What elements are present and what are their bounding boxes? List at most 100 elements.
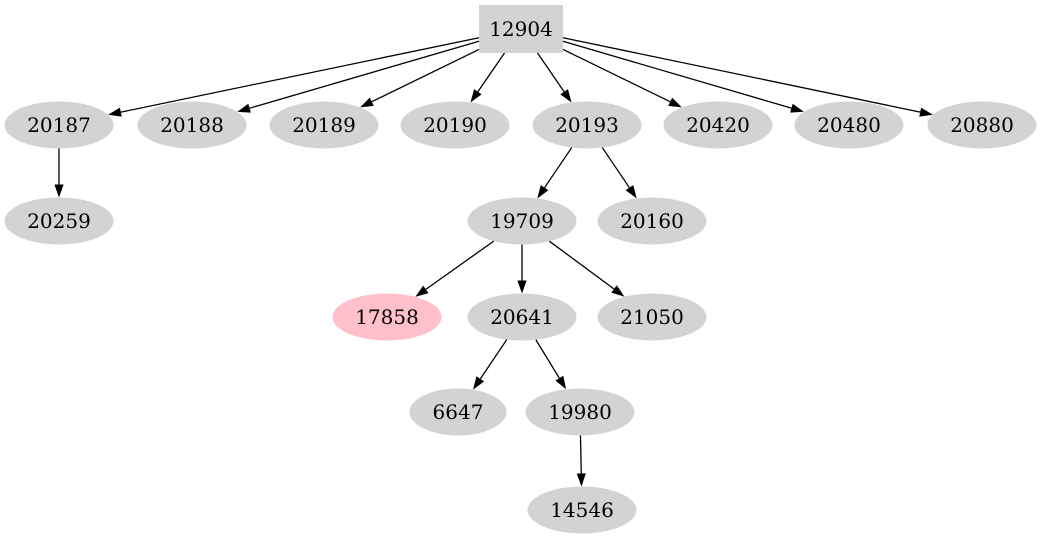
- edge-19709-21050: [549, 240, 625, 297]
- edge-line: [601, 147, 630, 189]
- edge-20187-20259: [54, 148, 64, 198]
- node-label: 6647: [433, 400, 484, 424]
- node-label: 20193: [555, 113, 619, 137]
- node-label: 19709: [490, 209, 554, 233]
- node-20259: 20259: [4, 197, 114, 245]
- node-ellipse-shape: [532, 101, 642, 149]
- edge-arrowhead: [576, 473, 586, 487]
- edge-line: [536, 52, 565, 93]
- edge-12904-20480: [562, 40, 804, 113]
- node-20189: 20189: [269, 101, 379, 149]
- edge-19709-20641: [517, 244, 527, 294]
- edge-line: [479, 339, 508, 380]
- node-20420: 20420: [663, 101, 773, 149]
- node-ellipse-shape: [597, 293, 707, 341]
- node-ellipse-shape: [527, 486, 637, 534]
- edge-layer: [54, 37, 933, 487]
- edge-12904-20880: [562, 37, 933, 117]
- node-ellipse-shape: [467, 293, 577, 341]
- node-label: 17858: [355, 305, 419, 329]
- edge-line: [549, 240, 615, 290]
- node-ellipse-shape: [597, 197, 707, 245]
- edge-12904-20420: [562, 48, 682, 108]
- node-14546: 14546: [527, 486, 637, 534]
- edge-arrowhead: [611, 285, 625, 297]
- node-label: 20187: [27, 113, 91, 137]
- edge-arrowhead: [790, 103, 804, 113]
- edge-arrowhead: [919, 107, 933, 117]
- edge-arrowhead: [415, 285, 429, 297]
- node-19980: 19980: [525, 388, 635, 436]
- node-ellipse-shape: [409, 388, 507, 436]
- edge-arrowhead: [108, 107, 122, 117]
- node-21050: 21050: [597, 293, 707, 341]
- node-label: 19980: [548, 400, 612, 424]
- edge-line: [579, 435, 582, 474]
- node-20880: 20880: [927, 101, 1037, 149]
- node-label: 20420: [686, 113, 750, 137]
- edge-20193-19709: [537, 147, 573, 199]
- edge-12904-20187: [108, 37, 480, 117]
- edge-arrowhead: [560, 89, 572, 103]
- node-ellipse-shape: [525, 388, 635, 436]
- node-label: 20880: [950, 113, 1014, 137]
- edge-arrowhead: [360, 97, 374, 108]
- edge-line: [562, 40, 792, 109]
- edge-line: [544, 147, 573, 189]
- node-17858: 17858: [332, 293, 442, 341]
- edge-arrowhead: [237, 103, 251, 113]
- node-ellipse-shape: [4, 197, 114, 245]
- node-label: 20190: [423, 113, 487, 137]
- node-20193: 20193: [532, 101, 642, 149]
- node-ellipse-shape: [400, 101, 510, 149]
- edge-12904-20193: [536, 52, 572, 103]
- node-label: 20160: [620, 209, 684, 233]
- node-layer: 12904 20187 20188 20189 20190 20193 20420 20480…: [4, 5, 1037, 534]
- node-ellipse-shape: [663, 101, 773, 149]
- edge-arrowhead: [473, 376, 485, 390]
- edge-12904-20190: [470, 52, 506, 103]
- node-19709: 19709: [467, 197, 577, 245]
- edge-arrowhead: [517, 280, 527, 294]
- node-ellipse-shape: [794, 101, 904, 149]
- edge-19980-14546: [576, 435, 586, 487]
- edge-arrowhead: [54, 184, 64, 198]
- edge-20641-6647: [473, 339, 508, 390]
- edge-20641-19980: [535, 339, 567, 390]
- edge-arrowhead: [555, 375, 567, 390]
- edge-arrowhead: [625, 185, 637, 199]
- edge-arrowhead: [537, 185, 549, 199]
- node-ellipse-shape: [269, 101, 379, 149]
- node-ellipse-shape: [137, 101, 247, 149]
- edge-line: [371, 48, 480, 103]
- node-ellipse-shape: [332, 293, 442, 341]
- node-label: 20480: [817, 113, 881, 137]
- node-ellipse-shape: [467, 197, 577, 245]
- edge-arrowhead: [668, 97, 682, 108]
- node-20187: 20187: [4, 101, 114, 149]
- edge-20193-20160: [601, 147, 637, 199]
- node-20188: 20188: [137, 101, 247, 149]
- edge-line: [562, 37, 921, 113]
- node-label: 20189: [292, 113, 356, 137]
- node-20480: 20480: [794, 101, 904, 149]
- edge-19709-17858: [415, 240, 495, 297]
- edge-line: [562, 48, 671, 103]
- node-label: 12904: [489, 17, 553, 41]
- node-6647: 6647: [409, 388, 507, 436]
- edge-12904-20188: [237, 40, 480, 113]
- node-label: 21050: [620, 305, 684, 329]
- edge-arrowhead: [470, 89, 482, 103]
- node-20641: 20641: [467, 293, 577, 341]
- node-20190: 20190: [400, 101, 510, 149]
- node-label: 20641: [490, 305, 554, 329]
- edge-line: [249, 40, 480, 109]
- node-box-shape: [479, 5, 563, 53]
- node-ellipse-shape: [4, 101, 114, 149]
- edge-12904-20189: [360, 48, 480, 108]
- node-12904: 12904: [479, 5, 563, 53]
- node-label: 14546: [550, 498, 614, 522]
- node-20160: 20160: [597, 197, 707, 245]
